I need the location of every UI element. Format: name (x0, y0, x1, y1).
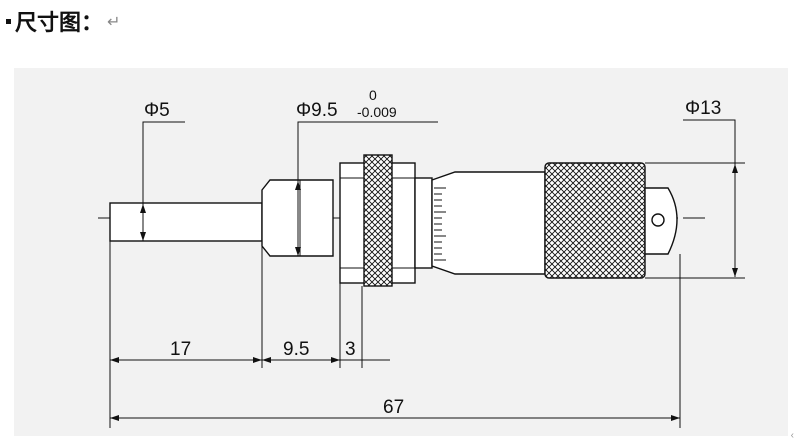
scale-barrel (414, 177, 433, 269)
dim-tolerance-upper: 0 (369, 87, 377, 103)
dim-thimble-diameter: Φ13 (685, 98, 721, 119)
bullet-icon (6, 18, 11, 24)
dim-tolerance-lower: -0.009 (357, 104, 397, 120)
spindle (109, 202, 263, 242)
dim-spindle-length: 17 (170, 339, 191, 360)
thimble-graduated (431, 171, 546, 275)
thimble-knurl (544, 162, 646, 279)
dim-total-length: 67 (383, 397, 404, 418)
stray-mark: ‹ (790, 430, 794, 441)
return-mark-icon: ↵ (107, 11, 121, 31)
section-heading: 尺寸图： ↵ (6, 3, 120, 39)
dim-sleeve-diameter: Φ9.5 (296, 100, 338, 121)
dim-sleeve-length: 9.5 (283, 339, 309, 360)
heading-text: 尺寸图： (15, 11, 104, 36)
nut-knurl (363, 154, 393, 287)
dim-spindle-diameter: Φ5 (144, 100, 170, 121)
cap-hole (651, 213, 665, 227)
dim-nut-length: 3 (345, 339, 356, 360)
